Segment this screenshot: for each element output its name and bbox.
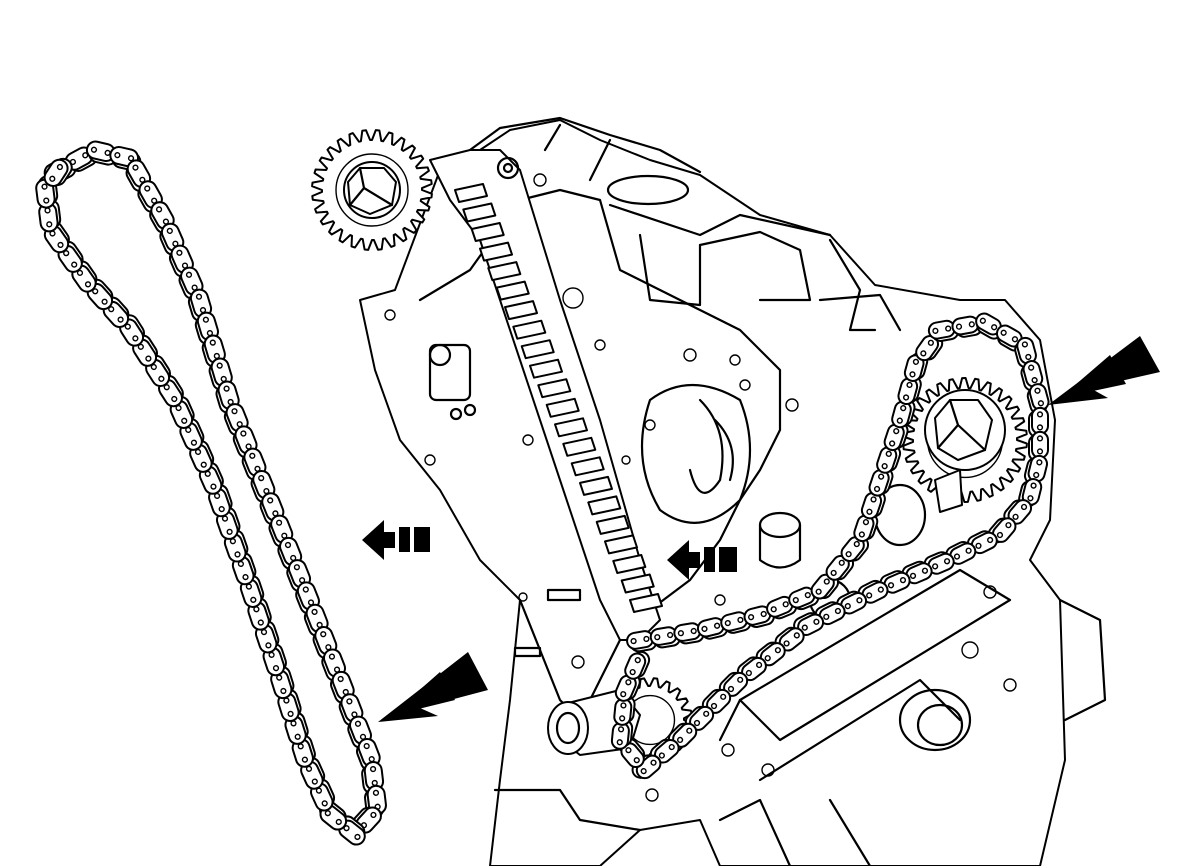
guide-tooth <box>470 222 505 242</box>
guide-tooth <box>629 593 663 613</box>
upper-sprocket-bolt <box>343 161 401 219</box>
installed-chain-link <box>631 754 662 780</box>
direction-arrow-left-1 <box>362 520 430 560</box>
installed-chain-link <box>876 444 902 474</box>
installed-chain-link <box>868 467 894 497</box>
installed-chain-link <box>883 421 909 452</box>
installed-chain-link <box>1023 454 1049 485</box>
guide-tooth <box>479 241 513 262</box>
guide-tooth <box>512 319 547 340</box>
loose-chain-link <box>232 425 258 459</box>
guide-tooth <box>612 554 647 574</box>
guide-tooth <box>595 514 630 535</box>
guide-tooth <box>495 280 530 301</box>
guide-tooth <box>545 397 580 418</box>
installed-chain-link <box>891 398 916 429</box>
guide-tooth <box>537 378 572 399</box>
loose-chain-link <box>338 693 364 727</box>
loose-timing-chain <box>35 140 387 846</box>
installed-chain-link <box>1028 430 1049 462</box>
installed-chain-link <box>793 612 825 636</box>
loose-chain-link <box>43 157 73 188</box>
guide-tooth <box>487 261 522 282</box>
upper-sprocket-web <box>335 153 409 227</box>
installed-chain-link <box>624 650 651 680</box>
installed-chain-link <box>915 334 944 362</box>
loose-chain-link <box>215 380 240 414</box>
guide-tooth <box>587 495 622 516</box>
installed-chain-link <box>610 719 634 750</box>
guide-tooth <box>454 183 488 203</box>
installed-chain-link <box>1028 406 1049 438</box>
guide-tooth <box>529 358 563 379</box>
cam-sprocket-bolt <box>924 389 1006 513</box>
guide-tooth <box>620 573 655 594</box>
installed-timing-chain <box>610 312 1050 780</box>
loose-chain-link <box>137 180 163 213</box>
pointer-arrow-sprocket <box>1048 336 1160 405</box>
pointer-arrow-chain <box>378 652 488 722</box>
direction-arrow-left-2 <box>667 540 737 580</box>
guide-tooth <box>570 456 605 477</box>
installed-chain-link <box>860 489 886 520</box>
guide-tooth <box>579 475 613 496</box>
chain-guide-teeth <box>454 183 663 613</box>
loose-chain-link <box>284 711 309 745</box>
installed-chain-link <box>897 375 922 406</box>
guide-tooth <box>462 202 497 223</box>
guide-tooth <box>554 417 588 438</box>
guide-tooth <box>504 300 538 321</box>
installed-chain-link <box>966 530 998 555</box>
loose-chain-link <box>300 756 326 790</box>
guide-tooth <box>604 534 638 555</box>
guide-tooth <box>520 339 555 360</box>
guide-tooth <box>562 436 597 457</box>
chain-guide <box>429 149 663 641</box>
